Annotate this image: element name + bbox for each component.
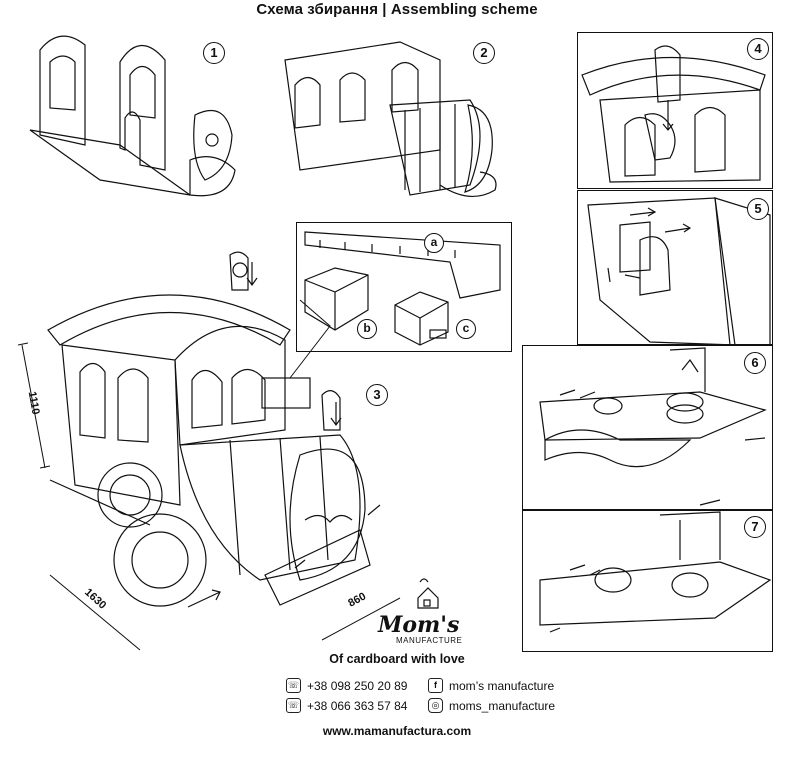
inset-panel [296, 222, 512, 352]
step4-drawing [581, 45, 766, 183]
step-5-panel [577, 190, 773, 345]
step7-drawing [539, 511, 772, 633]
step-3-number: 3 [366, 384, 388, 406]
step-6-number: 6 [744, 352, 766, 374]
dimension-lines [17, 342, 401, 651]
phone-1-text: +38 098 250 20 89 [307, 678, 408, 693]
contact-facebook[interactable]: f mom’s manufacture [428, 678, 554, 693]
step2-drawing [284, 41, 497, 197]
sub-label-c: c [456, 319, 476, 339]
instagram-text: moms_manufacture [449, 698, 556, 713]
step-1-number: 1 [203, 42, 225, 64]
sub-label-b: b [357, 319, 377, 339]
page-title: Схема збирання | Assembling scheme [256, 1, 538, 18]
step-7-number: 7 [744, 516, 766, 538]
step-2-number: 2 [473, 42, 495, 64]
logo-house-mark [417, 578, 439, 609]
contact-phone-1[interactable]: ☏ +38 098 250 20 89 [286, 678, 407, 693]
step-6-panel [522, 345, 773, 510]
website-link[interactable]: www.mamanufactura.com [322, 724, 472, 738]
phone-icon: ☏ [286, 678, 301, 693]
facebook-text: mom’s manufacture [449, 678, 555, 693]
phone-icon: ☏ [286, 698, 301, 713]
step-4-panel [577, 32, 773, 189]
contact-phone-2[interactable]: ☏ +38 066 363 57 84 [286, 698, 407, 713]
step-5-number: 5 [747, 198, 769, 220]
contact-instagram[interactable]: ◎ moms_manufacture [428, 698, 555, 713]
inset-parts [304, 231, 501, 346]
step-4-number: 4 [747, 38, 769, 60]
step-7-panel [522, 510, 773, 652]
instagram-icon: ◎ [428, 698, 443, 713]
facebook-icon: f [428, 678, 443, 693]
brand-logo-name: Mom's [378, 612, 460, 638]
step1-drawing [29, 35, 236, 197]
phone-2-text: +38 066 363 57 84 [307, 698, 408, 713]
step3-drawing [47, 251, 381, 608]
brand-logo-sub: MANUFACTURE [396, 636, 463, 645]
sub-label-a: a [424, 233, 444, 253]
step6-drawing [539, 347, 767, 506]
tagline: Of cardboard with love [329, 652, 465, 666]
